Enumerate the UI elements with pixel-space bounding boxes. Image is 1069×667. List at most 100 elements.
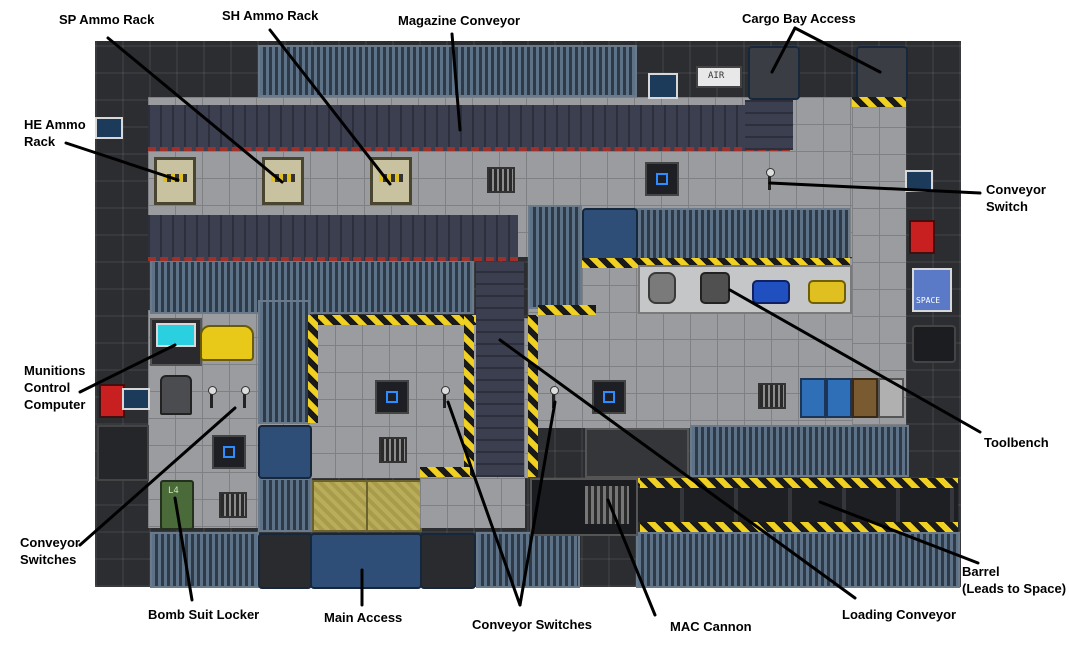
canister-icon xyxy=(800,378,826,418)
floor-pad-icon xyxy=(592,380,626,414)
toolbox-blue-icon xyxy=(752,280,790,304)
pointer-bomb-suit-locker xyxy=(173,496,194,602)
alarm-panel-icon xyxy=(909,220,935,254)
canister-icon xyxy=(826,378,852,418)
label-main-access: Main Access xyxy=(324,610,403,625)
pointer-conveyor-switches-bottom-a xyxy=(446,400,522,607)
label-magazine-conveyor: Magazine Conveyor xyxy=(398,13,521,28)
wall-monitor-icon xyxy=(122,388,150,410)
pointer-conveyor-switches-bottom-b xyxy=(518,400,557,607)
hazard-stripe xyxy=(308,315,318,423)
label-barrel: Barrel (Leads to Space) xyxy=(962,564,1067,596)
cannon-breech-icon xyxy=(585,486,629,524)
chair-icon xyxy=(160,375,192,415)
conveyor-switch-icon xyxy=(550,386,559,408)
loading-conveyor-belt xyxy=(476,262,524,477)
sp-ammo-rack-icon xyxy=(262,157,304,205)
pointer-mac-cannon xyxy=(606,498,657,617)
hazard-stripe xyxy=(528,315,538,477)
bottom-left-grille xyxy=(150,532,259,588)
label-conveyor-switches-bottom: Conveyor Switches xyxy=(472,617,592,632)
space-sign: SPACE xyxy=(912,268,952,312)
toolbox-yellow-icon xyxy=(808,280,846,304)
lower-conveyor-belt xyxy=(148,215,518,261)
hazard-stripe xyxy=(420,467,470,477)
label-munitions-control-computer: Munitions Control Computer xyxy=(24,363,86,412)
label-toolbench: Toolbench xyxy=(984,435,1049,450)
hazard-stripe xyxy=(538,305,596,315)
hazard-stripe xyxy=(308,315,476,325)
wall-monitor-icon xyxy=(648,73,678,99)
label-sh-ammo-rack: SH Ammo Rack xyxy=(222,8,319,23)
magazine-conveyor-belt xyxy=(148,105,790,151)
southwest-grille xyxy=(258,478,312,532)
conveyor-switch-icon xyxy=(241,386,250,408)
label-sp-ammo-rack: SP Ammo Rack xyxy=(59,12,155,27)
wall-monitor-icon xyxy=(95,117,123,139)
label-conveyor-switches-left: Conveyor Switches xyxy=(20,535,80,567)
floor-tile xyxy=(420,478,525,528)
label-loading-conveyor: Loading Conveyor xyxy=(842,607,957,622)
blue-door-icon xyxy=(258,425,312,479)
pointer-cargo-bay-right xyxy=(793,26,882,74)
label-conveyor-switch: Conveyor Switch xyxy=(986,182,1046,214)
magazine-conveyor-corner xyxy=(745,100,793,150)
label-he-ammo-rack: HE Ammo Rack xyxy=(24,117,86,149)
floor-pad-icon xyxy=(375,380,409,414)
top-window-grille xyxy=(258,45,637,97)
pointer-toolbench xyxy=(728,288,982,434)
bomb-item-icon xyxy=(200,325,254,361)
barrel-conveyor xyxy=(630,488,958,522)
label-cargo-bay-access: Cargo Bay Access xyxy=(742,11,856,26)
hazard-stripe xyxy=(640,522,958,532)
pointer-loading-conveyor xyxy=(498,338,857,600)
pointer-sh-ammo-rack xyxy=(268,28,392,186)
canister-icon xyxy=(852,378,878,418)
vent-icon xyxy=(219,492,247,518)
main-access-door-icon xyxy=(310,533,422,589)
hazard-stripe xyxy=(464,315,474,477)
hazard-stripe xyxy=(852,97,906,107)
dark-door-icon xyxy=(420,533,476,589)
mid-vertical-grille xyxy=(528,205,582,309)
pointer-magazine-conveyor xyxy=(450,32,462,132)
vent-icon xyxy=(758,383,786,409)
yellow-floor-tile xyxy=(366,480,422,532)
conveyor-switch-icon xyxy=(441,386,450,408)
pointer-munitions-computer xyxy=(78,343,177,394)
pointer-conveyor-switch xyxy=(768,181,982,195)
west-window-grille xyxy=(150,260,474,314)
vent-icon xyxy=(379,437,407,463)
locker-number: L4 xyxy=(168,486,179,496)
floor-pad-icon xyxy=(212,435,246,469)
pointer-he-ammo-rack xyxy=(64,141,180,182)
bottom-right-grille xyxy=(636,532,960,588)
multitool-icon xyxy=(648,272,676,304)
dark-door-icon xyxy=(258,533,312,589)
pointer-barrel xyxy=(818,500,980,565)
wall-panel-icon xyxy=(97,425,149,481)
pointer-sp-ammo-rack xyxy=(106,36,284,184)
hazard-stripe xyxy=(582,258,850,268)
air-sign-text: AIR xyxy=(708,71,725,81)
vent-icon xyxy=(487,167,515,193)
pointer-cargo-bay-left xyxy=(770,26,797,74)
space-sign-text: SPACE xyxy=(916,296,941,305)
cargo-bay-door-left-icon xyxy=(748,46,800,100)
west-vertical-grille xyxy=(258,300,310,424)
conveyor-switch-icon xyxy=(208,386,217,408)
floor-pad-icon xyxy=(645,162,679,196)
label-bomb-suit-locker: Bomb Suit Locker xyxy=(148,607,260,622)
label-mac-cannon: MAC Cannon xyxy=(670,619,752,634)
conveyor-switch-icon xyxy=(766,168,775,190)
yellow-floor-tile xyxy=(312,480,368,532)
pointer-conveyor-switches-left xyxy=(78,406,237,547)
hazard-stripe xyxy=(640,478,958,488)
console-icon xyxy=(585,428,689,478)
air-sign: AIR xyxy=(696,66,742,88)
welder-icon xyxy=(700,272,730,304)
wall-panel-icon xyxy=(912,325,956,363)
east-grille xyxy=(636,208,850,260)
